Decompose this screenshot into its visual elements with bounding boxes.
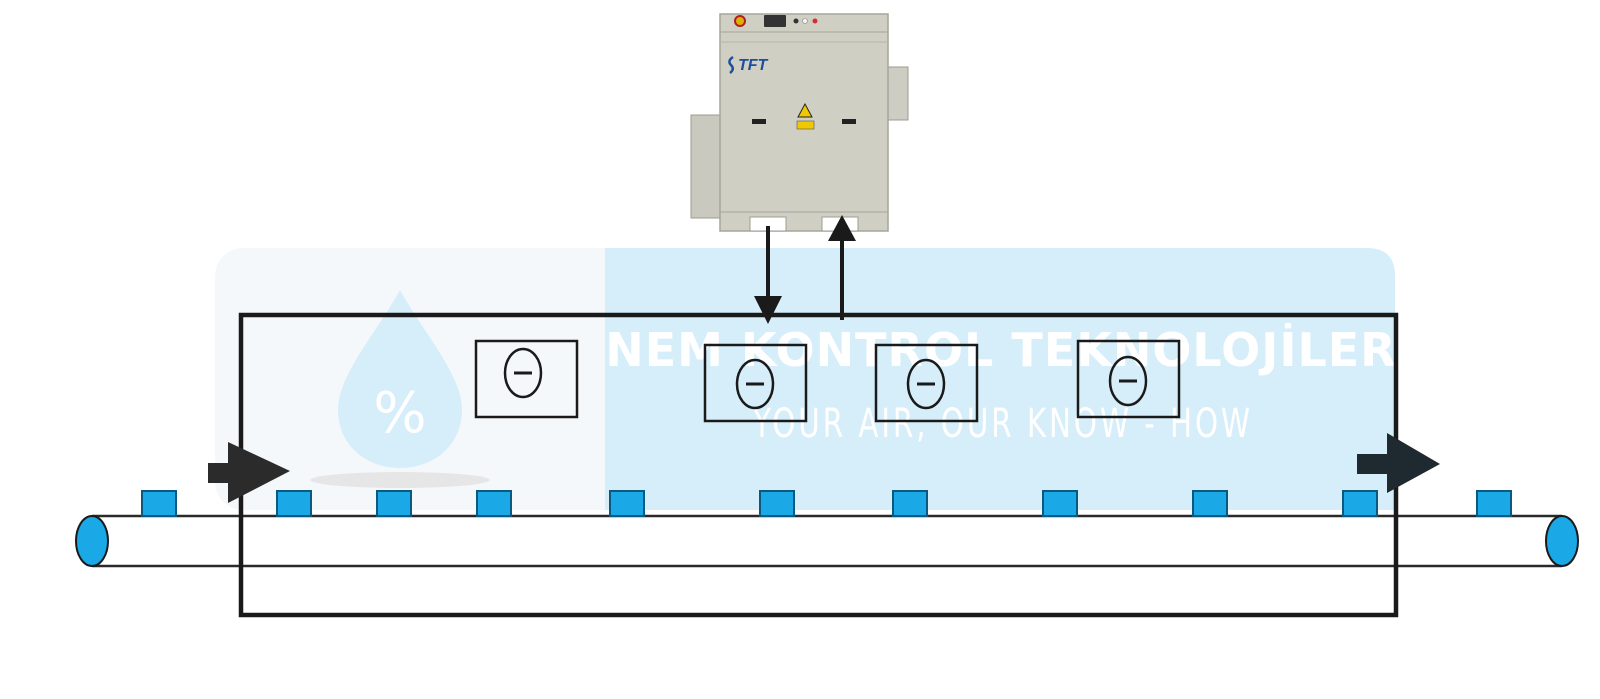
conveyor-item — [476, 490, 512, 517]
conveyor-item — [1342, 490, 1378, 517]
fan-units — [474, 339, 1181, 423]
warning-label — [796, 120, 815, 130]
conveyor-item — [376, 490, 412, 517]
fan-unit — [474, 339, 579, 419]
fan-icon — [503, 347, 543, 399]
indicator-light-icon — [812, 18, 818, 24]
conveyor-item — [1042, 490, 1078, 517]
warning-triangle-icon — [797, 102, 813, 118]
airflow-out-arrow — [1357, 433, 1440, 493]
conveyor-pipe — [75, 514, 1579, 568]
fan-unit — [874, 343, 979, 423]
dehumidifier-unit: TFT — [690, 13, 909, 232]
conveyor-items — [141, 490, 1512, 517]
watermark-panel: % NEM KONTROL TEKNOLOJİLERİ YOUR AIR, OU… — [215, 248, 1414, 510]
fan-unit — [703, 343, 808, 423]
pipe-right-end — [1545, 515, 1579, 567]
fan-icon — [1108, 355, 1148, 407]
return-air-arrow — [828, 215, 856, 320]
control-display — [764, 15, 786, 27]
watermark-percent: % — [373, 381, 426, 446]
water-drop-icon — [338, 290, 462, 468]
watermark-subtitle: YOUR AIR, OUR KNOW - HOW — [752, 401, 1253, 447]
conveyor-item — [141, 490, 177, 517]
supply-air-arrow — [754, 226, 782, 324]
watermark-title: NEM KONTROL TEKNOLOJİLERİ — [605, 323, 1414, 377]
airflow-in-arrow — [208, 442, 290, 503]
vent-slot — [842, 119, 856, 124]
pipe-left-end — [75, 515, 109, 567]
conveyor-item — [892, 490, 928, 517]
indicator-light-icon — [802, 18, 808, 24]
vent-slot — [752, 119, 766, 124]
conveyor-item — [276, 490, 312, 517]
conveyor-item — [1476, 490, 1512, 517]
brand-logo-icon — [728, 55, 734, 74]
conveyor-item — [759, 490, 795, 517]
emergency-stop-icon — [734, 15, 746, 27]
fan-icon — [906, 358, 946, 410]
conveyor-item — [1192, 490, 1228, 517]
brand-logo: TFT — [738, 57, 769, 74]
conveyor-item — [609, 490, 645, 517]
fan-icon — [735, 358, 775, 410]
fan-unit — [1076, 339, 1181, 419]
indicator-light-icon — [793, 18, 799, 24]
